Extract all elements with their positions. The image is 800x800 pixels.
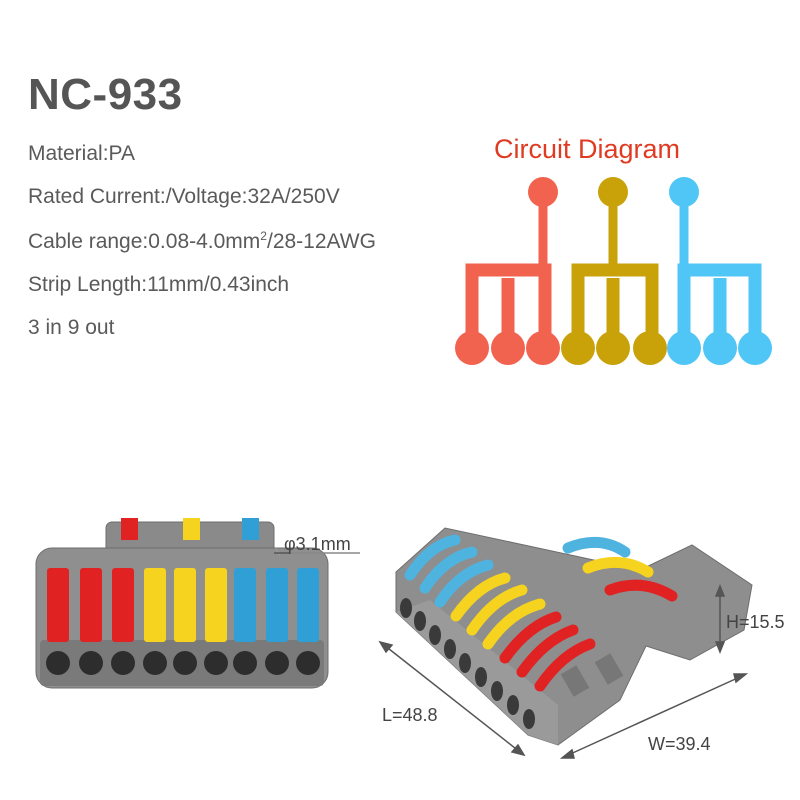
dimension-lines: [274, 552, 749, 759]
iso-holes: [400, 598, 535, 729]
connector-front-view: [35, 518, 329, 689]
hole-diameter-label: φ3.1mm: [284, 534, 351, 554]
iso-levers: [404, 534, 678, 692]
circuit-red: [455, 177, 560, 365]
spec-cable-prefix: Cable range:0.08-4.0mm: [28, 230, 261, 253]
spec-strip: Strip Length:11mm/0.43inch: [28, 273, 290, 296]
front-holes: [46, 651, 320, 675]
spec-io: 3 in 9 out: [28, 316, 115, 339]
model-title: NC-933: [28, 70, 183, 119]
length-label: L=48.8: [382, 705, 438, 725]
connector-iso-view: [395, 527, 753, 746]
spec-cable-sup: 2: [260, 229, 267, 243]
circuit-diagram-title: Circuit Diagram: [494, 134, 681, 164]
circuit-blue: [667, 177, 772, 365]
spec-rated: Rated Current:/Voltage:32A/250V: [28, 185, 340, 208]
circuit-yellow: [561, 177, 667, 365]
height-label: H=15.5: [726, 612, 785, 632]
spec-cable: Cable range:0.08-4.0mm2/28-12AWG: [28, 229, 376, 254]
front-levers: [47, 568, 319, 642]
spec-cable-suffix: /28-12AWG: [266, 230, 376, 253]
width-label: W=39.4: [648, 734, 711, 754]
spec-material: Material:PA: [28, 142, 135, 165]
